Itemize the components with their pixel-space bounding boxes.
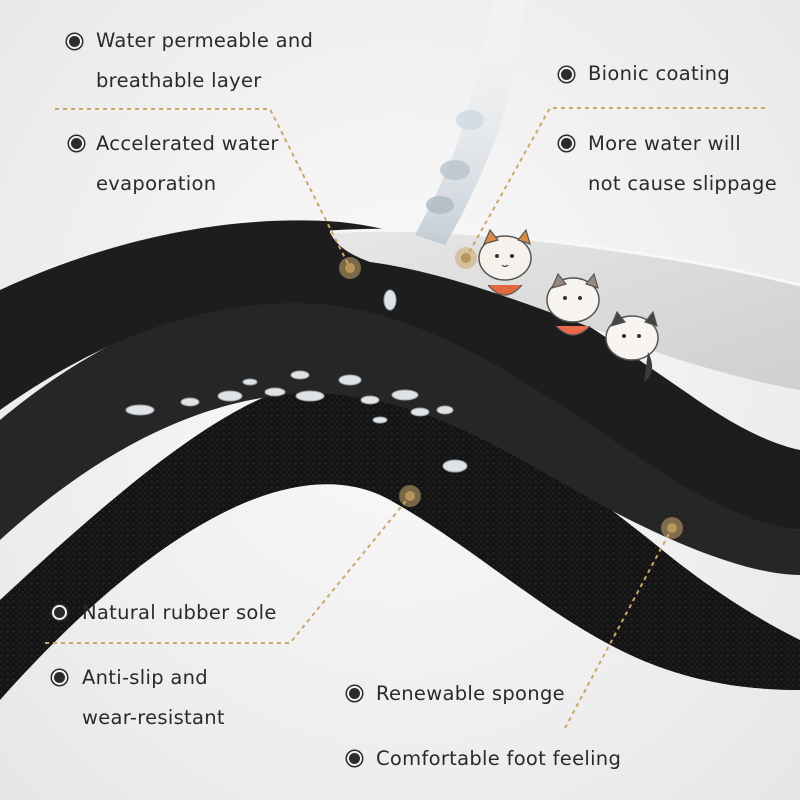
label-no-slip-line2: not cause slippage bbox=[588, 172, 777, 195]
bullet-dot-icon bbox=[561, 69, 572, 80]
label-bionic-text: Bionic coating bbox=[588, 62, 731, 85]
bullet-dot-icon bbox=[69, 36, 80, 47]
label-evaporation-line2: evaporation bbox=[96, 172, 217, 195]
water-droplets bbox=[125, 289, 468, 473]
label-rubber-text: Natural rubber sole bbox=[82, 601, 277, 624]
leader-sponge bbox=[564, 527, 673, 729]
bullet-dot-icon bbox=[54, 607, 65, 618]
label-no-slip-line1: More water will bbox=[588, 132, 741, 155]
cat-illustration bbox=[478, 228, 659, 382]
label-anti-slip-line2: wear-resistant bbox=[82, 706, 225, 729]
label-no-slip: More water will not cause slippage bbox=[588, 124, 777, 204]
bullet-dot-icon bbox=[349, 753, 360, 764]
label-rubber: Natural rubber sole bbox=[82, 593, 277, 633]
label-comfort-text: Comfortable foot feeling bbox=[376, 747, 622, 770]
label-anti-slip-line1: Anti-slip and bbox=[82, 666, 208, 689]
label-bionic: Bionic coating bbox=[588, 54, 730, 94]
label-water-layer-line2: breathable layer bbox=[96, 69, 262, 92]
bullet-dot-icon bbox=[54, 672, 65, 683]
label-evaporation-line1: Accelerated water bbox=[96, 132, 279, 155]
bullet-dot-icon bbox=[561, 138, 572, 149]
label-anti-slip: Anti-slip and wear-resistant bbox=[82, 658, 225, 738]
water-stream bbox=[415, 0, 525, 245]
label-sponge: Renewable sponge bbox=[376, 674, 565, 714]
leader-bionic bbox=[465, 107, 765, 259]
rubber-sole-layer bbox=[0, 298, 800, 575]
leader-rubber bbox=[45, 495, 411, 644]
label-sponge-text: Renewable sponge bbox=[376, 682, 565, 705]
bullet-dot-icon bbox=[349, 688, 360, 699]
anchor-points bbox=[339, 247, 683, 539]
leader-lines bbox=[45, 107, 765, 729]
dark-middle-layer bbox=[0, 220, 800, 530]
bullet-dot-icon bbox=[71, 138, 82, 149]
label-water-layer: Water permeable and breathable layer bbox=[96, 21, 313, 101]
label-water-layer-line1: Water permeable and bbox=[96, 29, 314, 52]
top-layer-highlight bbox=[329, 228, 800, 287]
label-evaporation: Accelerated water evaporation bbox=[96, 124, 279, 204]
sponge-layer bbox=[0, 379, 800, 700]
label-comfort: Comfortable foot feeling bbox=[376, 739, 621, 779]
